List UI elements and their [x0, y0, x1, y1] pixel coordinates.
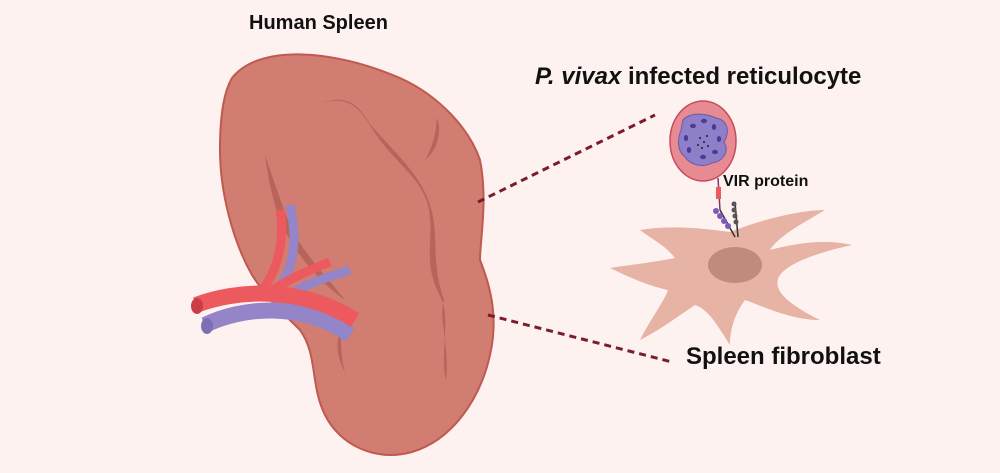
- connector-lines: [477, 113, 673, 364]
- vir-protein: [713, 177, 739, 238]
- infected-reticulocyte: [669, 100, 737, 182]
- label-infected-reticulocyte: P. vivax infected reticulocyte: [535, 63, 861, 91]
- blood-vessels: [191, 204, 360, 342]
- label-vir-protein: VIR protein: [723, 173, 809, 190]
- spleen-organ: [218, 53, 495, 456]
- fibroblast-cell: [610, 210, 852, 345]
- label-reticulocyte-text: infected reticulocyte: [621, 63, 862, 90]
- label-spleen-fibroblast: Spleen fibroblast: [686, 343, 881, 370]
- label-human-spleen: Human Spleen: [249, 12, 388, 34]
- label-species: P. vivax: [535, 63, 622, 90]
